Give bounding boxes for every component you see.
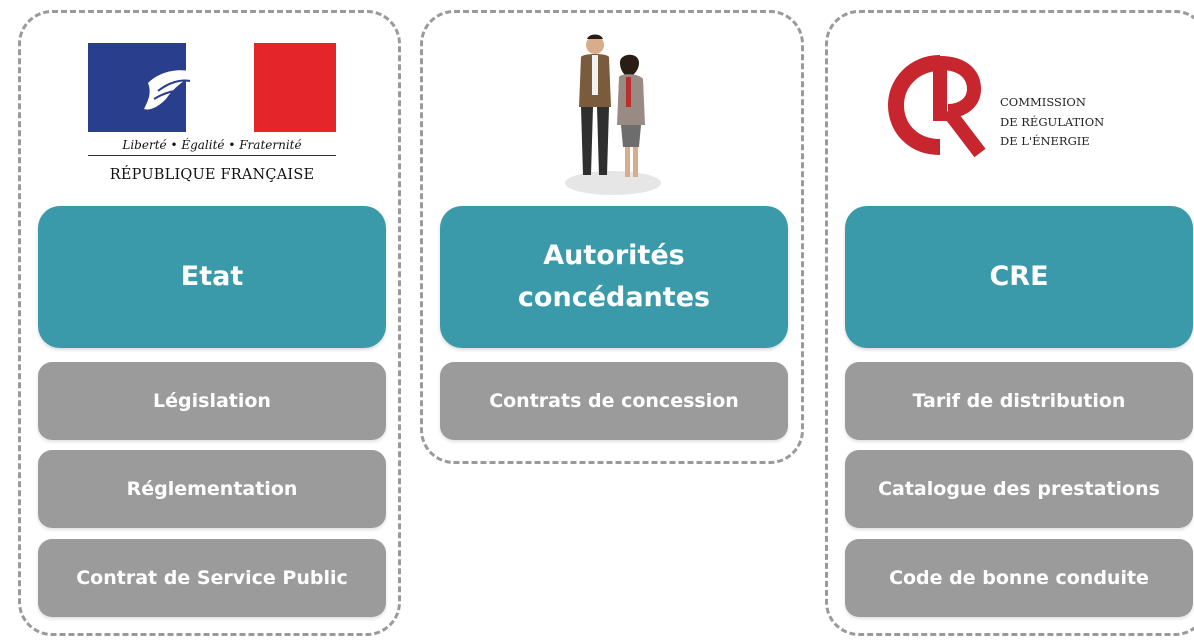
marianne-flag-icon [88, 43, 336, 132]
item-legislation: Législation [38, 362, 386, 440]
column-cre: COMMISSION DE RÉGULATION DE L'ÉNERGIE CR… [825, 10, 1194, 636]
cre-text-line3: DE L'ÉNERGIE [1000, 134, 1090, 149]
item-contrat-service-public: Contrat de Service Public [38, 539, 386, 617]
people-illustration [423, 13, 801, 203]
republique-francaise-logo: Liberté • Égalité • Fraternité RÉPUBLIQU… [21, 13, 398, 203]
cre-text-line2: DE RÉGULATION [1000, 114, 1105, 129]
item-code-de-bonne-conduite: Code de bonne conduite [845, 539, 1193, 617]
people-icon [565, 34, 661, 195]
column-autorites-concedantes: Autorités concédantes Contrats de conces… [420, 10, 804, 464]
item-tarif-de-distribution: Tarif de distribution [845, 362, 1193, 440]
rf-motto: Liberté • Égalité • Fraternité [88, 138, 336, 156]
cre-logo: COMMISSION DE RÉGULATION DE L'ÉNERGIE [828, 13, 1194, 203]
cre-logo-text: COMMISSION DE RÉGULATION DE L'ÉNERGIE [1000, 93, 1104, 152]
column-etat: Liberté • Égalité • Fraternité RÉPUBLIQU… [18, 10, 401, 636]
title-cre: CRE [845, 206, 1193, 348]
rf-name: RÉPUBLIQUE FRANÇAISE [109, 167, 315, 183]
item-reglementation: Réglementation [38, 450, 386, 528]
title-etat: Etat [38, 206, 386, 348]
item-contrats-de-concession: Contrats de concession [440, 362, 788, 440]
title-autorites-concedantes: Autorités concédantes [440, 206, 788, 348]
item-catalogue-des-prestations: Catalogue des prestations [845, 450, 1193, 528]
cre-logo-icon [887, 55, 986, 158]
cre-text-line1: COMMISSION [1000, 95, 1086, 109]
